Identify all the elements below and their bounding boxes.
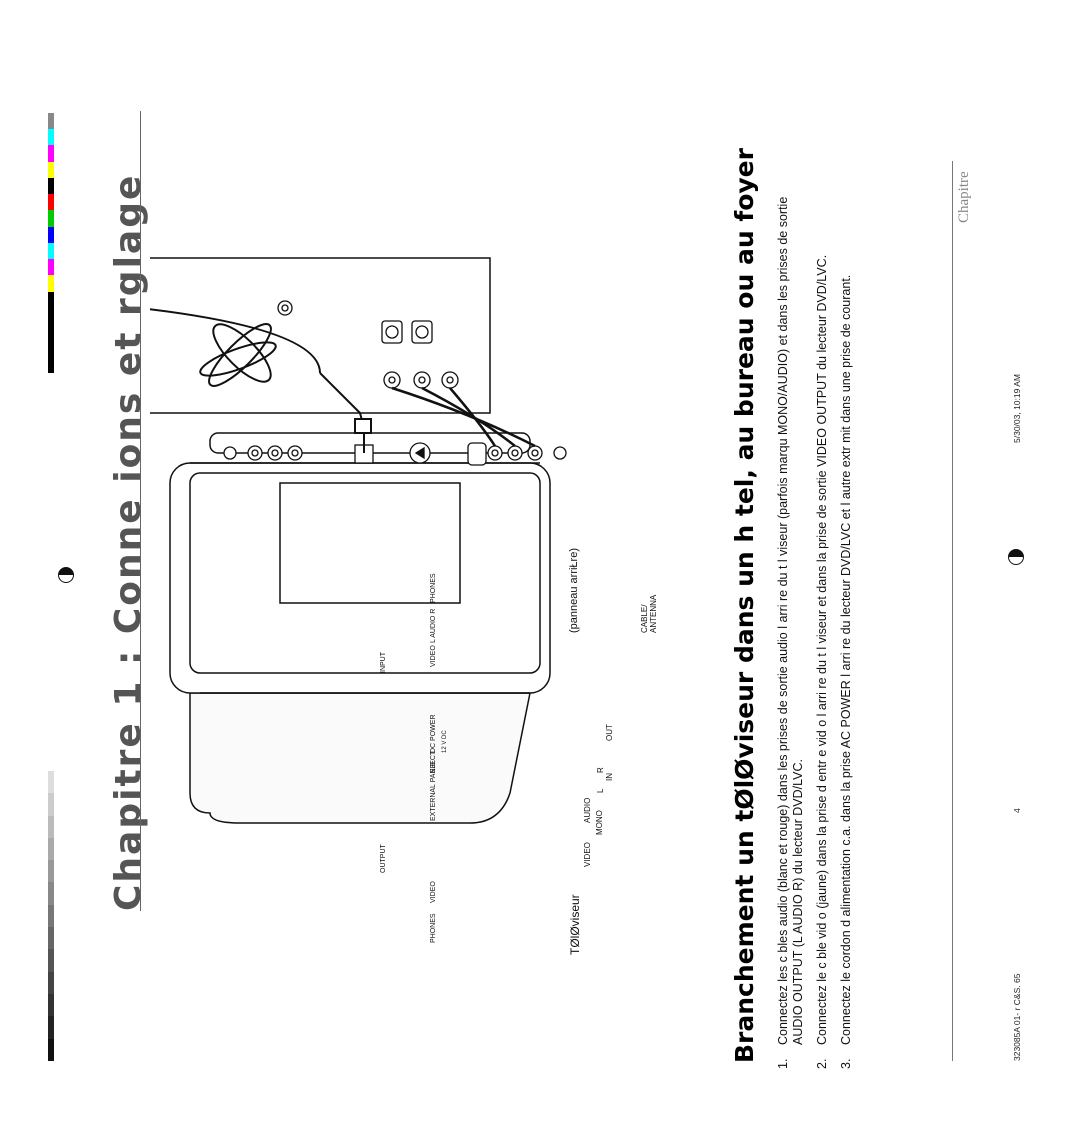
player-jacks: [223, 442, 567, 466]
color-swatch: [48, 259, 54, 276]
footer-chapitre: Chapitre: [956, 171, 972, 223]
av-cables: [391, 386, 536, 448]
slug-left: 323085A 01- r C&S. 65: [1012, 973, 1022, 1061]
title-divider: [140, 111, 141, 911]
player-video-in-label: VIDEO: [430, 645, 437, 667]
slug-page-number: 4: [1012, 808, 1022, 813]
player-video-out-label: VIDEO: [430, 881, 437, 903]
player-phones-left-label: PHONES: [430, 913, 437, 943]
connection-diagram: [150, 257, 567, 824]
gray-swatch: [48, 770, 54, 794]
color-swatch: [48, 226, 54, 243]
color-swatch: [48, 145, 54, 162]
gray-swatch: [48, 971, 54, 995]
color-swatch: [48, 340, 54, 357]
registration-mark: [1008, 549, 1024, 565]
step-number: 2.: [815, 1058, 829, 1069]
gray-swatch: [48, 927, 54, 950]
section-title: Branchement un tØlØviseur dans un h tel,…: [730, 148, 759, 1063]
power-adapter: [150, 302, 372, 453]
step-text: Connectez les c bles audio (blanc et rou…: [776, 196, 805, 1045]
player-input-label: INPUT: [380, 652, 387, 673]
tv-audio-label: AUDIO: [583, 797, 592, 823]
page-title: Chapitre 1 : Conne ions et rglage: [108, 173, 149, 911]
gray-swatch: [48, 837, 54, 861]
color-swatch: [48, 291, 54, 308]
dvd-player: [169, 432, 551, 824]
color-swatch: [48, 113, 54, 130]
slug-timestamp: 5/30/03, 10:19 AM: [1012, 374, 1022, 443]
step-text: Connectez le cordon d alimentation c.a. …: [839, 274, 853, 1045]
list-item: 1. Connectez les c bles audio (blanc et …: [776, 169, 806, 1069]
footer-divider: [952, 161, 953, 1061]
gray-swatch: [48, 882, 54, 905]
color-swatch: [48, 275, 54, 292]
color-swatch: [48, 324, 54, 341]
player-audio-in-label: L AUDIO R: [430, 608, 437, 643]
gray-swatch: [48, 860, 54, 883]
step-text: Connectez le c ble vid o (jaune) dans la…: [815, 254, 829, 1045]
tv-in-label: IN: [605, 773, 614, 781]
gray-swatch: [48, 949, 54, 972]
color-swatch: [48, 194, 54, 211]
grayscale-registration-bar: [48, 770, 54, 1061]
tv-video-label: VIDEO: [583, 842, 592, 867]
step-number: 3.: [839, 1058, 853, 1069]
gray-swatch: [48, 815, 54, 838]
player-dc-power-label: DC POWER: [430, 714, 437, 754]
color-swatch: [48, 178, 54, 195]
steps-list: 1. Connectez les c bles audio (blanc et …: [776, 169, 863, 1069]
tv-label: TØlØviseur: [568, 894, 582, 955]
tv-out-label: OUT: [605, 724, 614, 741]
tv-r-label: R: [596, 767, 605, 773]
color-registration-bar: [48, 113, 54, 373]
registration-mark: [58, 567, 74, 583]
gray-swatch: [48, 904, 54, 928]
player-eject-label: EJECT: [430, 750, 437, 773]
gray-swatch: [48, 1016, 54, 1039]
player-dc-spec-label: 12 V DC: [442, 730, 448, 753]
color-swatch: [48, 129, 54, 146]
player-phones-right-label: PHONES: [430, 573, 437, 603]
gray-swatch: [48, 793, 54, 816]
tv-rear-panel: [150, 257, 491, 414]
list-item: 3. Connectez le cordon d alimentation c.…: [839, 169, 854, 1069]
gray-swatch: [48, 1038, 54, 1061]
color-swatch: [48, 161, 54, 178]
step-number: 1.: [776, 1058, 790, 1069]
tv-mono-label: MONO: [595, 810, 604, 835]
list-item: 2. Connectez le c ble vid o (jaune) dans…: [815, 169, 830, 1069]
player-output-label: OUTPUT: [380, 844, 387, 873]
color-swatch: [48, 210, 54, 227]
gray-swatch: [48, 994, 54, 1017]
cable-antenna-label: CABLE/ ANTENNA: [640, 594, 658, 633]
color-swatch: [48, 356, 54, 373]
rear-panel-label: (panneau arriŁre): [568, 548, 580, 633]
color-swatch: [48, 243, 54, 260]
tv-l-label: L: [596, 788, 605, 793]
color-swatch: [48, 308, 54, 325]
